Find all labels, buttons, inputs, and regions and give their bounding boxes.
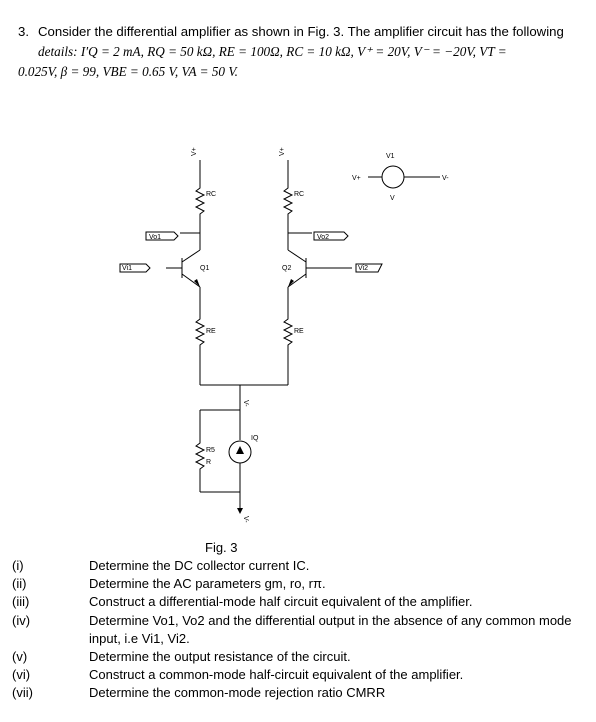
label-vminus-bottom: V- (242, 516, 249, 523)
label-re-left: RE (206, 328, 216, 335)
question-text: Determine Vo1, Vo2 and the differential … (89, 612, 572, 646)
question-list: (i) Determine the DC collector current IC… (12, 557, 582, 703)
question-text: Determine the AC parameters gm, ro, rπ. (89, 576, 326, 592)
question-text: Construct a common-mode half-circuit equ… (89, 667, 464, 683)
label-iq: IQ (251, 435, 259, 442)
problem-line-3: 0.025V, β = 99, VBE = 0.65 V, VA = 50 V. (18, 64, 238, 79)
question-number: (i) (12, 558, 24, 573)
question-number: (vii) (12, 685, 33, 701)
label-vminus-mid: V- (242, 400, 249, 407)
question-text: Construct a differential-mode half circu… (89, 594, 473, 610)
label-v1-value: V (390, 195, 395, 202)
question-item: (iii) Construct a differential-mode half … (12, 593, 582, 611)
question-item: (vi) Construct a common-mode half-circuit… (12, 666, 582, 684)
question-number: (iii) (12, 594, 30, 610)
question-item: (i) Determine the DC collector current IC… (12, 557, 582, 575)
label-rc-left: RC (206, 191, 216, 198)
question-text: Determine the DC collector current IC. (89, 558, 310, 573)
question-number: (iv) (12, 612, 31, 628)
label-r5-value: R (206, 459, 211, 466)
label-v1-vminus: V- (442, 175, 449, 182)
question-item: (ii) Determine the AC parameters gm, ro, … (12, 575, 582, 593)
problem-line-1: Consider the differential amplifier as s… (38, 24, 564, 39)
iq-arrow (236, 446, 244, 454)
question-item: (v) Determine the output resistance of th… (12, 648, 582, 666)
label-q2: Q2 (282, 265, 291, 272)
question-number: (ii) (12, 576, 27, 592)
label-vo1: Vo1 (149, 234, 161, 241)
question-number: (v) (12, 649, 28, 665)
question-number: (vi) (12, 667, 31, 683)
vminus-arrow (237, 508, 243, 514)
circuit-diagram: V+ V+ RC RC Vo1 Vo2 Q1 Q2 Vi1 Vi2 RE RE … (119, 147, 449, 523)
label-re-right: RE (294, 328, 304, 335)
label-rc-right: RC (294, 191, 304, 198)
emitter-arrow-q2 (288, 279, 294, 287)
label-vi2: Vi2 (358, 265, 368, 272)
label-v1: V1 (386, 153, 395, 160)
label-vplus-left: V+ (191, 147, 198, 156)
label-vo2: Vo2 (317, 234, 329, 241)
emitter-arrow-q1 (194, 279, 200, 287)
label-r5: R5 (206, 447, 215, 454)
question-text: Determine the output resistance of the c… (89, 649, 351, 665)
label-q1: Q1 (200, 265, 209, 272)
problem-statement: 3. Consider the differential amplifier a… (18, 22, 578, 82)
question-text: Determine the common-mode rejection rati… (89, 685, 386, 701)
problem-line-2: details: I′Q = 2 mA, RQ = 50 kΩ, RE = 10… (38, 44, 507, 59)
label-vplus-right: V+ (279, 147, 286, 156)
figure-caption: Fig. 3 (205, 540, 238, 555)
label-vi1: Vi1 (122, 265, 132, 272)
question-item: (iv) Determine Vo1, Vo2 and the different… (12, 612, 582, 648)
label-v1-vplus: V+ (352, 175, 361, 182)
question-item: (vii) Determine the common-mode rejection… (12, 684, 582, 702)
problem-number: 3. (18, 24, 29, 39)
